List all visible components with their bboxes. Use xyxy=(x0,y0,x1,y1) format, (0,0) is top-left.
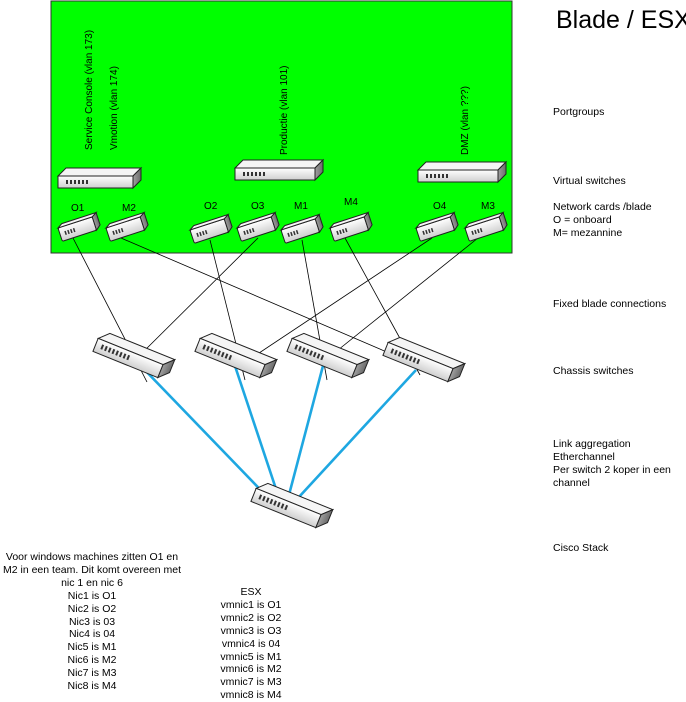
fixed-connection-line xyxy=(237,237,433,368)
nic-label: O3 xyxy=(251,201,265,212)
fixed-blade-connections-label: Fixed blade connections xyxy=(553,298,667,310)
network-card-icon xyxy=(463,211,508,242)
windows-note-line: Nic1 is O1 xyxy=(67,589,117,602)
network-card-icon xyxy=(328,211,373,242)
link-aggregation-line: Etherchannel xyxy=(553,451,615,463)
portgroups-label: Portgroups xyxy=(553,106,605,118)
esx-note-line: vmnic7 is M3 xyxy=(220,676,282,689)
aggregation-link xyxy=(139,364,281,511)
nic-label: O1 xyxy=(71,203,85,214)
esx-note-line: vmnic2 is O2 xyxy=(220,611,282,624)
windows-note-line: Nic3 is 03 xyxy=(68,615,116,628)
nic-label: O4 xyxy=(433,201,447,212)
virtual-switch-icon xyxy=(416,160,508,184)
windows-note-line: Nic8 is M4 xyxy=(67,680,117,693)
portgroup-label: Service Console (vlan 173) xyxy=(84,30,95,150)
blade-chassis-area xyxy=(50,0,513,254)
windows-note-line: Nic7 is M3 xyxy=(67,667,117,680)
chassis-switch-icon xyxy=(194,332,279,379)
esx-note-line: vmnic6 is M2 xyxy=(220,663,282,676)
aggregation-link xyxy=(286,369,417,511)
windows-note-line: Nic2 is O2 xyxy=(67,602,117,615)
virtual-switch-icon xyxy=(56,166,143,190)
portgroup-label: Vmotion (vlan 174) xyxy=(109,66,120,150)
esx-note-line: vmnic4 is 04 xyxy=(221,637,281,650)
esx-note-line: vmnic8 is M4 xyxy=(220,689,282,702)
nic-label: M4 xyxy=(344,197,358,208)
aggregation-link xyxy=(283,361,326,511)
fixed-connection-line xyxy=(120,237,411,363)
network-cards-label: Network cards /blade O = onboard M= meza… xyxy=(553,201,652,240)
network-cards-line: M= mezannine xyxy=(553,227,623,239)
network-cards-line: O = onboard xyxy=(553,214,612,226)
network-cards-line: Network cards /blade xyxy=(553,201,652,213)
windows-note-line: Nic6 is M2 xyxy=(67,654,117,667)
network-card-icon xyxy=(104,211,149,242)
aggregation-link xyxy=(231,359,285,511)
network-card-icon xyxy=(188,213,233,244)
nic-label: M1 xyxy=(294,201,308,212)
virtual-switches-label: Virtual switches xyxy=(553,175,626,187)
link-aggregation-label: Link aggregation Etherchannel Per switch… xyxy=(553,438,671,490)
portgroup-label: DMZ (vlan ???) xyxy=(460,86,471,155)
diagram-title: Blade / ESX xyxy=(556,6,686,34)
portgroup-label: Productie (vlan 101) xyxy=(279,66,290,156)
fixed-connection-line xyxy=(322,237,479,363)
windows-note-line: Nic5 is M1 xyxy=(67,641,117,654)
nic-label: M3 xyxy=(481,201,495,212)
esx-note-title: ESX xyxy=(240,586,262,598)
cisco-stack-label: Cisco Stack xyxy=(553,542,609,554)
link-aggregation-line: Per switch 2 koper in een xyxy=(553,464,671,476)
chassis-switch-icon xyxy=(92,332,177,379)
chassis-switch-icon xyxy=(286,332,371,379)
network-card-icon xyxy=(414,211,459,242)
esx-note-line: vmnic3 is O3 xyxy=(220,624,282,637)
link-aggregation-line: Link aggregation xyxy=(553,438,631,450)
windows-mapping-note: Voor windows machines zitten O1 en M2 in… xyxy=(0,551,184,693)
nic-label: O2 xyxy=(204,201,218,212)
chassis-switches-label: Chassis switches xyxy=(553,365,634,377)
chassis-switch-icon xyxy=(382,336,467,383)
network-card-icon xyxy=(56,211,101,242)
fixed-connection-line xyxy=(134,237,259,361)
esx-note-line: vmnic1 is O1 xyxy=(220,598,282,611)
nic-label: M2 xyxy=(122,203,136,214)
virtual-switch-icon xyxy=(233,158,325,182)
windows-note-line: Nic4 is 04 xyxy=(68,628,116,641)
link-aggregation-line: channel xyxy=(553,477,590,489)
windows-note-intro: Voor windows machines zitten O1 en M2 in… xyxy=(3,551,181,589)
esx-mapping-note: ESX vmnic1 is O1 vmnic2 is O2 vmnic3 is … xyxy=(214,586,288,702)
esx-note-line: vmnic5 is M1 xyxy=(220,650,282,663)
network-card-icon xyxy=(279,213,324,244)
cisco-stack-icon xyxy=(250,482,335,529)
network-card-icon xyxy=(235,211,280,242)
